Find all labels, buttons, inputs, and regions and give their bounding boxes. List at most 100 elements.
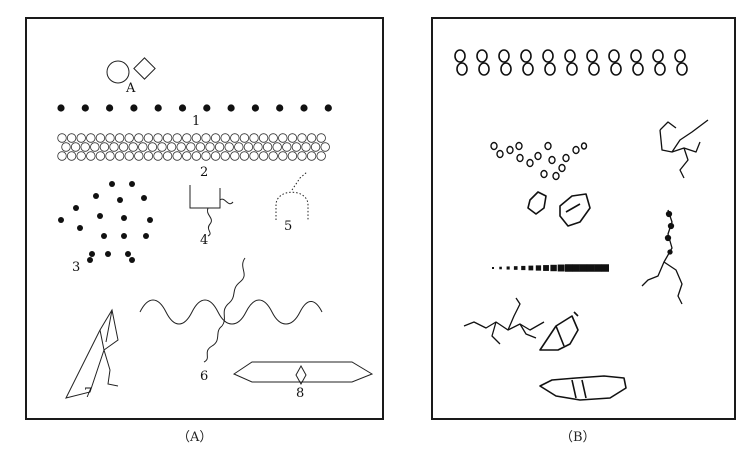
band-circle — [105, 151, 115, 161]
band-circle — [153, 133, 163, 143]
band-circle — [124, 151, 134, 161]
band-circle — [297, 133, 307, 143]
band-circle — [162, 151, 173, 161]
band-circle — [153, 151, 163, 161]
band-circle — [249, 151, 259, 161]
loop-pair — [608, 49, 622, 76]
panel-b-drawings — [454, 49, 709, 401]
loop-upper — [520, 49, 532, 63]
loop-pair — [586, 49, 600, 76]
loop-pair — [454, 49, 468, 76]
arc-dot — [121, 215, 127, 221]
loop-lower — [544, 62, 556, 76]
figure-4-bracket-squiggle — [189, 185, 234, 237]
loop-pair — [476, 49, 490, 76]
band-circle — [90, 142, 100, 152]
band-circle — [99, 142, 110, 152]
band-circle — [291, 142, 302, 152]
dot — [324, 104, 332, 112]
band-circle — [220, 133, 230, 143]
dot — [57, 104, 65, 112]
band-circle — [118, 142, 129, 152]
band-circle — [297, 151, 307, 161]
figure-5-dotted-arch — [275, 171, 309, 220]
loop-lower — [522, 62, 534, 76]
loop-upper — [564, 49, 576, 63]
band-circle — [316, 151, 326, 161]
loop-lower — [654, 62, 666, 76]
band-circle — [70, 142, 81, 152]
label-a: A — [125, 81, 136, 96]
line-fragment — [572, 264, 580, 272]
loop-lower — [456, 62, 468, 76]
band-circle — [258, 133, 269, 143]
label-6: 6 — [200, 369, 208, 384]
band-circle — [172, 151, 182, 161]
arc-dot — [125, 251, 131, 257]
loop-upper — [630, 49, 642, 63]
band-circle — [76, 133, 86, 143]
label-3: 3 — [72, 260, 80, 275]
band-circle — [287, 151, 298, 161]
line-fragment — [543, 265, 549, 271]
arc-dot — [101, 233, 107, 239]
band-circle — [124, 133, 134, 143]
caption-b: （B） — [560, 430, 596, 445]
band-circle — [105, 133, 115, 143]
line-fragment — [492, 267, 494, 269]
band-circle — [182, 151, 192, 161]
arc-dot — [141, 195, 147, 201]
arc-dot — [58, 217, 64, 223]
band-circle — [301, 142, 311, 152]
band-circle — [182, 133, 192, 143]
band-circle — [134, 133, 144, 143]
band-circle — [316, 133, 326, 143]
dot — [106, 104, 114, 112]
arc-dot — [109, 181, 115, 187]
panel-b-frame — [431, 17, 736, 420]
line-fragment — [528, 265, 534, 271]
figure-6-wavy-cross — [139, 257, 323, 363]
band-circle — [253, 142, 263, 152]
line-fragment — [557, 264, 565, 272]
branching-filament-top — [659, 119, 709, 179]
arc-dot — [143, 233, 149, 239]
band-circle — [310, 142, 321, 152]
band-circle — [210, 133, 221, 143]
dot — [251, 104, 259, 112]
leaf-shape — [539, 311, 579, 351]
small-diamond-shape — [295, 364, 307, 386]
band-circle — [214, 142, 225, 152]
dot — [178, 104, 187, 112]
loop-pair — [674, 49, 688, 76]
line-fragment — [499, 266, 502, 270]
diamond-shape — [133, 57, 156, 80]
loop-upper — [608, 49, 620, 63]
arc-dot — [77, 225, 83, 231]
dot — [81, 104, 89, 112]
dot — [203, 104, 211, 112]
line-fragment — [506, 266, 510, 270]
band-circle — [172, 133, 182, 143]
band-circle — [186, 142, 196, 152]
loop-pair — [542, 49, 556, 76]
band-circle — [80, 142, 90, 152]
loop-lower — [588, 62, 600, 76]
band-circle — [114, 133, 125, 143]
band-circle — [230, 151, 240, 161]
band-circle — [320, 142, 330, 152]
loop-lower — [610, 62, 622, 76]
band-circle — [166, 142, 177, 152]
figure-a-circle-diamond — [106, 57, 156, 84]
dot — [154, 104, 162, 112]
irregular-blobs — [527, 191, 591, 227]
arc-dot — [129, 257, 135, 263]
band-circle — [162, 133, 173, 143]
band-circle — [157, 142, 167, 152]
dot — [300, 104, 308, 112]
arc-dot — [117, 197, 123, 203]
label-5: 5 — [284, 219, 292, 234]
band-circle — [272, 142, 282, 152]
panel-a-frame — [25, 17, 384, 420]
vertical-bead-filament — [641, 209, 683, 305]
